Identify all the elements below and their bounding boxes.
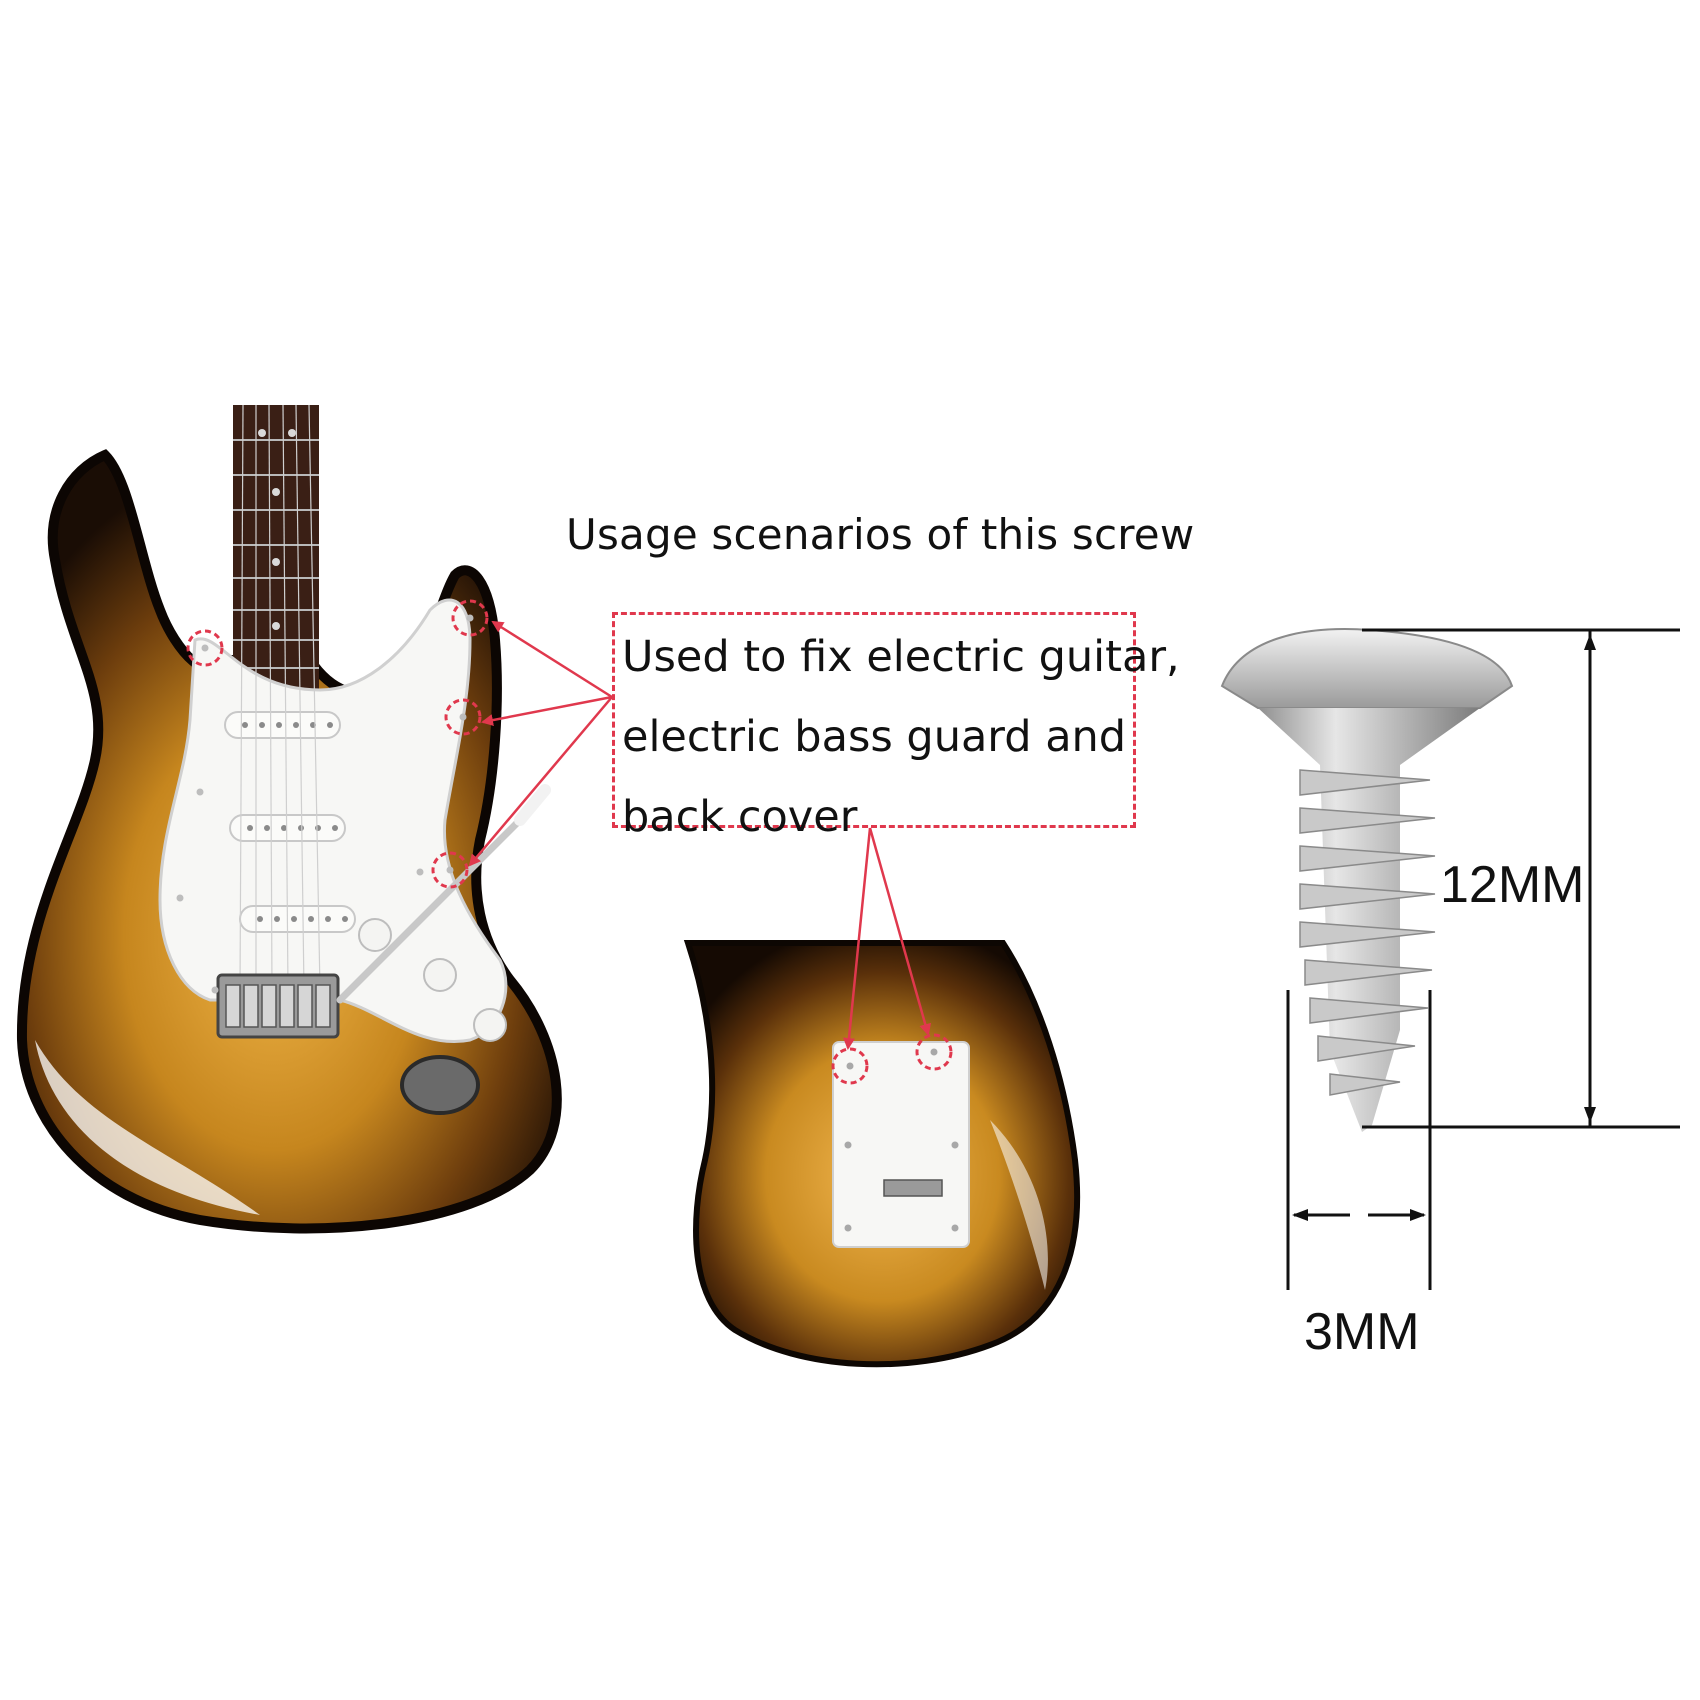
front-guitar-output-jack [400,1055,480,1115]
back-guitar-glare [990,1120,1048,1290]
back-guitar [683,940,1081,1368]
front-guitar-pickups [224,711,356,933]
front-guitar-knobs [358,918,507,1042]
front-guitar-saddles [225,984,331,1028]
front-guitar-strings [239,404,321,991]
screw-head [1220,628,1514,709]
back-screw-highlights [831,1033,953,1085]
front-guitar-pickguard-screws [176,614,474,994]
length-dimension-label: 12MM [1440,856,1585,914]
back-cover-slot [883,1179,943,1197]
front-guitar-tremolo-tip [514,784,551,826]
usage-description-box [612,612,1136,828]
front-guitar-tremolo-arm [336,816,524,1004]
front-screw-highlights [186,599,489,889]
usage-line-1: Used to fix electric guitar, [622,632,1180,682]
front-guitar-glare [35,1040,260,1215]
back-cover-screws [844,1048,959,1232]
front-guitar-inlays [258,429,296,630]
screw-shank [1258,708,1480,1132]
screw-threads [1299,769,1436,1096]
front-guitar-neck [233,405,319,690]
dimension-lines [1286,628,1680,1290]
width-dimension-label: 3MM [1304,1303,1420,1361]
back-cover-plate [832,1041,970,1248]
usage-title: Usage scenarios of this screw [566,510,1195,559]
usage-line-2: electric bass guard and [622,712,1127,762]
screw [1220,628,1514,1132]
usage-arrows [468,620,932,1050]
usage-line-3: back cover [622,792,858,842]
front-guitar [16,404,562,1234]
